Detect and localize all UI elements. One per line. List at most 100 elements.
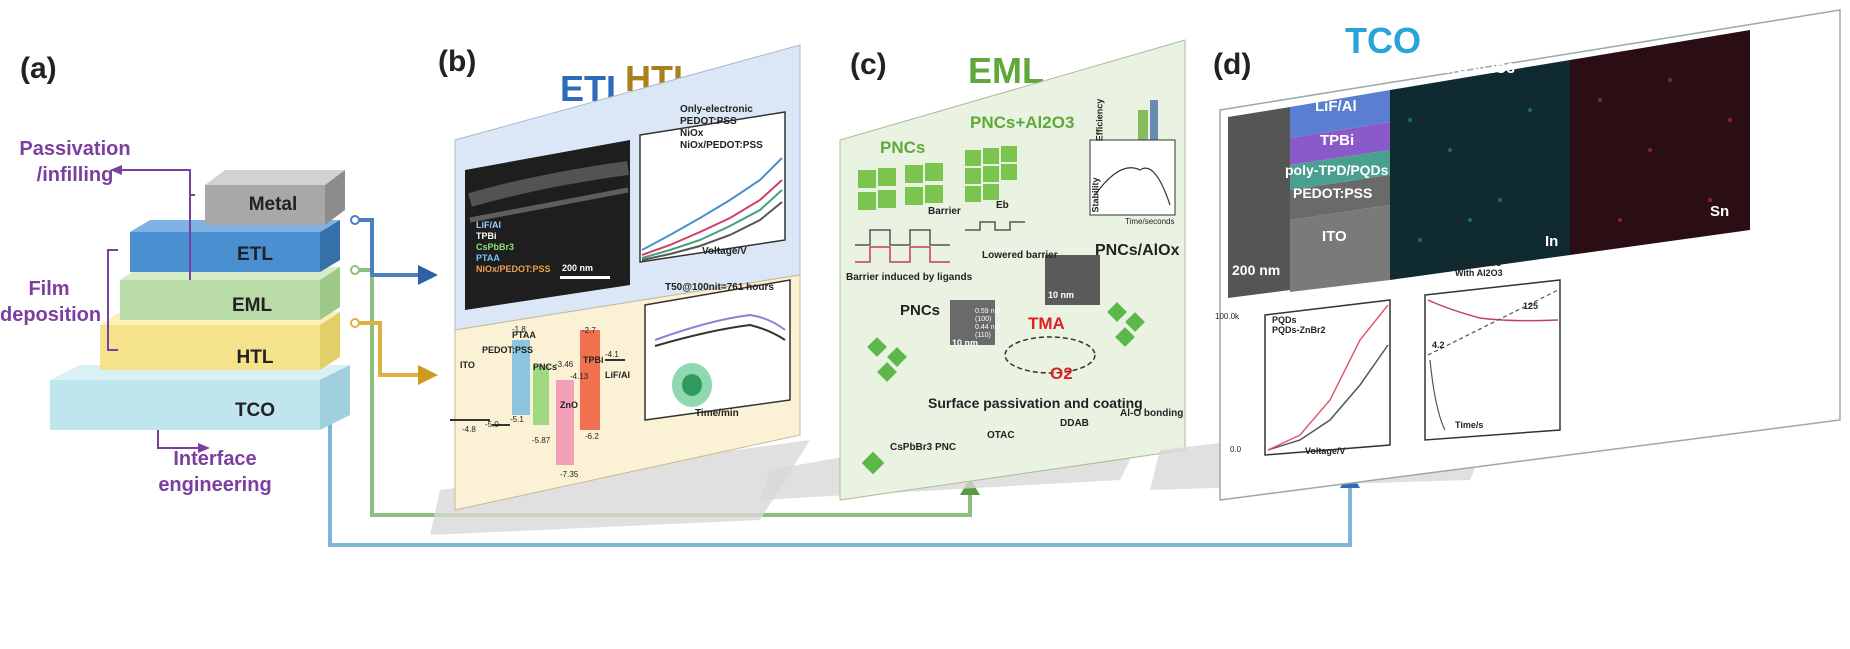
panel-label-a: (a) xyxy=(20,52,57,85)
band-value: -3.46 xyxy=(555,360,574,369)
legend-al-o: Al-O bonding xyxy=(1120,408,1184,419)
htl-layer xyxy=(100,325,320,370)
in-label: In xyxy=(1545,233,1559,250)
barrier-ligands-label: Barrier induced by ligands xyxy=(846,272,973,283)
panel-c-figure xyxy=(760,39,1186,501)
tem-image-1 xyxy=(950,300,995,345)
tem-scale-1: 10 nm xyxy=(952,338,979,348)
barrier-label: Barrier xyxy=(928,206,961,217)
pncs-al2o3-label: PNCs+Al2O3 xyxy=(970,113,1075,132)
tco-layer-polytpd: poly-TPD/PQDs xyxy=(1285,162,1389,178)
panel-label-c: (c) xyxy=(850,48,887,81)
surface-label: Surface passivation and coating xyxy=(928,395,1143,411)
pncs-alox-label: PNCs/AlOx xyxy=(1095,242,1180,259)
metal-label: Metal xyxy=(248,194,298,215)
tco-layer xyxy=(50,380,320,430)
stab-xlabel: Time/seconds xyxy=(1125,217,1175,226)
in-eds-map xyxy=(1390,60,1570,280)
tco-layer-pedot: PEDOT:PSS xyxy=(1293,185,1373,201)
tco-layer-ito: ITO xyxy=(1322,228,1347,245)
band-tpbi: TPBi xyxy=(583,355,604,365)
sem-layers: LiF/Al TPBi CsPbBr3 PTAA NiOx/PEDOT:PSS xyxy=(476,220,551,274)
film-deposition-label: Film deposition xyxy=(0,278,102,326)
tco-stab-legend: W/O Al2O3 With Al2O3 xyxy=(1455,258,1503,278)
jv-plot xyxy=(639,111,786,263)
tco-sem-image xyxy=(1228,107,1290,298)
tco-stab-plot xyxy=(1424,279,1561,441)
band-pedot: PEDOT:PSS xyxy=(482,345,534,355)
band-value: -4.13 xyxy=(570,372,589,381)
htl-arrowhead xyxy=(418,365,438,385)
sem-scale: 200 nm xyxy=(562,263,594,273)
band-value: -5.1 xyxy=(510,415,524,424)
tem-scale-2: 10 nm xyxy=(1048,290,1075,300)
tco-stab-xlabel: Time/s xyxy=(1455,420,1484,430)
tco-scale: 200 nm xyxy=(1232,262,1281,278)
eml-arrow xyxy=(355,268,972,517)
panel-d-figure xyxy=(1150,9,1841,501)
htl-label: HTL xyxy=(236,347,274,368)
pncs-band xyxy=(533,365,549,425)
band-ito: ITO xyxy=(460,360,475,370)
band-pncs: PNCs xyxy=(533,362,558,372)
etl-label: ETL xyxy=(237,244,273,265)
tco-layer-lifal: LiF/Al xyxy=(1315,98,1357,115)
eml-label: EML xyxy=(231,295,273,316)
band-ptaa: PTAA xyxy=(512,330,536,340)
sem-image xyxy=(465,140,630,310)
tco-lum-xlabel: Voltage/V xyxy=(1305,446,1346,456)
jv-xlabel: Voltage/V xyxy=(702,246,747,257)
band-zno: ZnO xyxy=(560,400,578,410)
tco-lum-ytick: 100.0k xyxy=(1215,312,1240,321)
pncs-small-label: PNCs xyxy=(900,302,941,319)
eb-label: Eb xyxy=(996,200,1009,211)
eml-layer xyxy=(120,280,320,320)
tco-lum-plot xyxy=(1264,299,1391,456)
htl-arrow xyxy=(355,321,420,377)
lowered-barrier-label: Lowered barrier xyxy=(982,250,1058,261)
band-value: -7.35 xyxy=(560,470,579,479)
band-value: -1.8 xyxy=(512,325,526,334)
efficiency-label: Efficiency xyxy=(1094,98,1105,142)
sn-label: Sn xyxy=(1710,203,1730,220)
etl-layer xyxy=(130,232,320,272)
legend-otac: OTAC xyxy=(987,430,1015,441)
panel-label-d: (d) xyxy=(1213,48,1252,81)
tco-label: TCO xyxy=(234,400,276,421)
panel-label-b: (b) xyxy=(438,45,477,78)
band-value: -5.0 xyxy=(485,420,499,429)
etl-arrow xyxy=(355,218,420,277)
ann-125: 125 xyxy=(1523,301,1539,311)
zno-band xyxy=(556,380,574,465)
lattice-labels: 0.59 nm (100) 0.44 nm (110) xyxy=(975,308,1001,339)
band-value: -5.87 xyxy=(532,436,551,445)
tco-lum-ytick: 0.0 xyxy=(1230,445,1242,454)
panel-b-figure xyxy=(430,44,810,535)
sn-eds-map xyxy=(1570,30,1750,255)
tpbi-band xyxy=(580,330,600,430)
band-value: -4.1 xyxy=(605,350,619,359)
jv-legend-item: Only-electronic xyxy=(680,104,753,115)
band-value: -2.7 xyxy=(582,326,596,335)
jv-legend: Only-electronic PEDOT:PSS NiOx NiOx/PEDO… xyxy=(680,104,763,152)
tem-image-2 xyxy=(1045,255,1100,305)
metal-layer xyxy=(205,185,325,225)
passivation-label: Passivation /infilling xyxy=(19,138,131,186)
tco-layer-tpbi: TPBi xyxy=(1320,132,1355,149)
interface-engineering-label: Interface engineering xyxy=(158,448,272,496)
legend-ddab: DDAB xyxy=(1060,418,1089,429)
band-value: -4.8 xyxy=(462,425,476,434)
jv-legend-item: NiOx xyxy=(680,128,704,139)
band-value: -6.2 xyxy=(585,432,599,441)
jv-legend-item: PEDOT:PSS xyxy=(680,116,737,127)
layer-stack xyxy=(50,165,350,453)
etl-arrowhead xyxy=(418,265,438,285)
band-lifal: LiF/Al xyxy=(605,370,630,380)
tma-label: TMA xyxy=(1028,314,1065,333)
jv-legend-item: NiOx/PEDOT:PSS xyxy=(680,140,763,151)
wo-al2o3-label: W/O Al2O3 xyxy=(1438,60,1515,77)
lum-xlabel: Time/min xyxy=(695,408,739,419)
o2-label: O2 xyxy=(1050,364,1073,383)
tco-title: TCO xyxy=(1345,20,1421,61)
ptaa-band xyxy=(512,340,530,415)
